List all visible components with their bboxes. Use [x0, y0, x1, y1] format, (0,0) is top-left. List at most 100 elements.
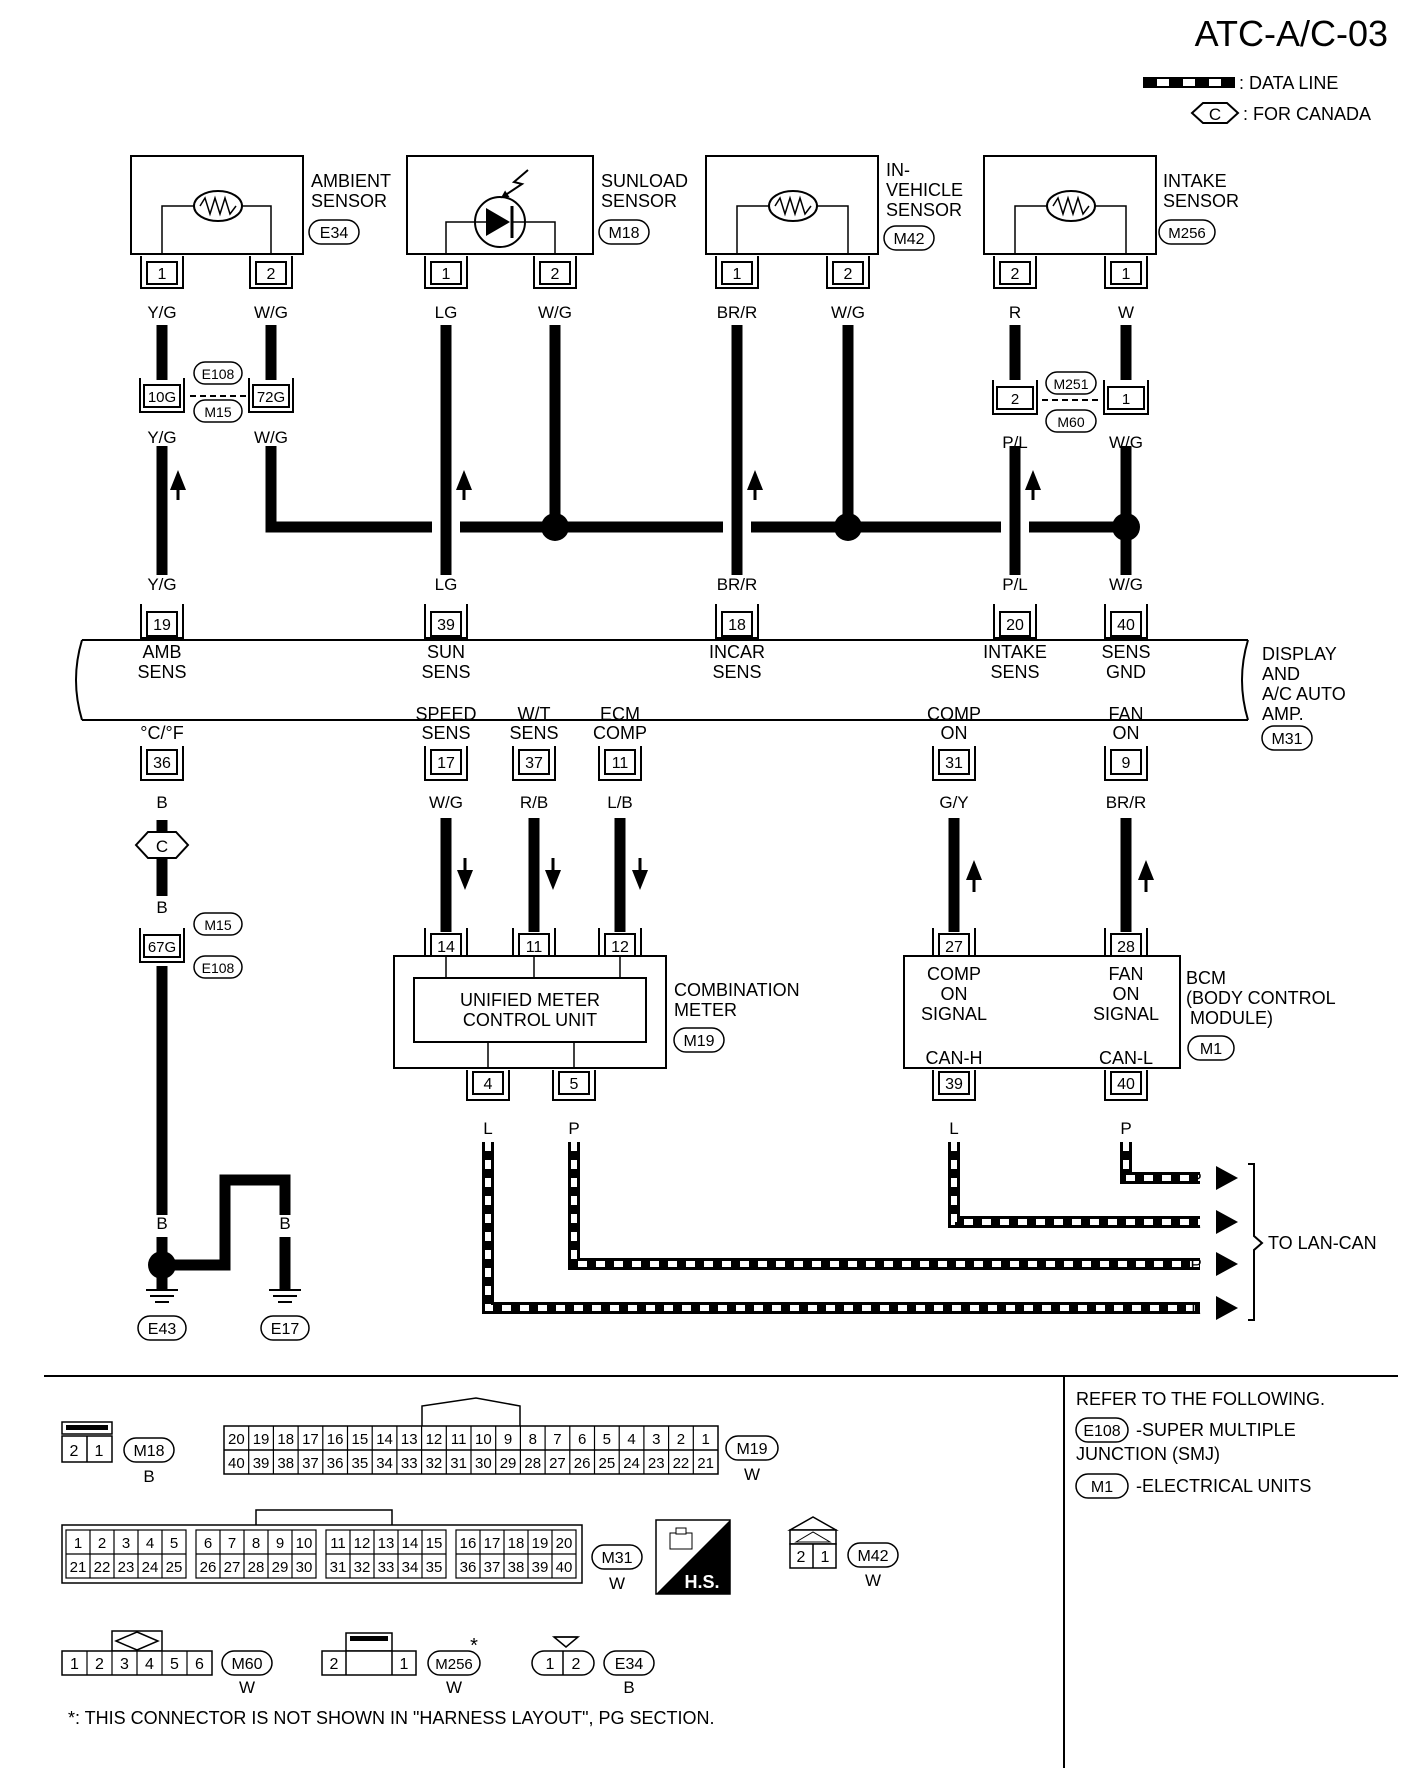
pin-number: 17 [437, 755, 455, 772]
intake-sensor-label-2: SENSOR [1163, 191, 1239, 211]
svg-text:CAN-H: CAN-H [926, 1048, 983, 1068]
pin-number: 26 [574, 1455, 591, 1472]
svg-text:1: 1 [400, 1656, 409, 1673]
svg-text:W: W [609, 1574, 625, 1593]
lan-can-label: TO LAN-CAN [1268, 1233, 1377, 1253]
pin-number: 26 [200, 1559, 217, 1576]
pin-label-2: SENS [421, 662, 470, 682]
svg-text:2: 2 [551, 266, 560, 283]
svg-text:SIGNAL: SIGNAL [1093, 1004, 1159, 1024]
sunload-sensor-label-2: SENSOR [601, 191, 677, 211]
svg-text:1: 1 [95, 1443, 104, 1460]
pin-number: 33 [401, 1455, 418, 1472]
svg-text:27: 27 [945, 939, 963, 956]
pin-number: 29 [272, 1559, 289, 1576]
svg-text:E34: E34 [615, 1656, 644, 1673]
bcm-name: BCM [1186, 968, 1226, 988]
pin-number: 4 [146, 1535, 154, 1552]
pin-number: 11 [612, 755, 629, 772]
meter-name-2: METER [674, 1000, 737, 1020]
pin-number: 2 [677, 1431, 685, 1448]
pin-number: 17 [302, 1431, 319, 1448]
pin-number: 6 [195, 1656, 204, 1673]
pin-label: SENS [1101, 642, 1150, 662]
pin-number: 5 [603, 1431, 611, 1448]
wire-label: P/L [1002, 575, 1028, 594]
pin-number: 9 [1122, 755, 1131, 772]
svg-text:M42: M42 [857, 1548, 888, 1565]
svg-text:M60: M60 [1057, 414, 1084, 430]
pin-number: 20 [556, 1535, 573, 1552]
intake-sensor-label: INTAKE [1163, 171, 1227, 191]
lower-signal-arrows [457, 858, 1154, 892]
pin-number: 37 [525, 755, 543, 772]
sunload-sensor-connector-id: M18 [608, 225, 639, 242]
ground-pin: 67G [148, 939, 176, 956]
svg-text:W/G: W/G [538, 303, 572, 322]
lan-can-arrows: P L P L TO LAN-CAN [1190, 1163, 1377, 1321]
svg-text:REFER TO THE FOLLOWING.: REFER TO THE FOLLOWING. [1076, 1389, 1325, 1409]
svg-text:-ELECTRICAL UNITS: -ELECTRICAL UNITS [1136, 1476, 1311, 1496]
pin-sunload-2: 2 [533, 256, 577, 289]
pin-number: 20 [228, 1431, 245, 1448]
svg-text:L: L [1191, 1213, 1200, 1232]
page-title: ATC-A/C-03 [1195, 13, 1388, 54]
svg-text:39: 39 [945, 1076, 963, 1093]
pin-number: 3 [122, 1535, 130, 1552]
pin-number: 14 [376, 1431, 393, 1448]
pin-number: 21 [70, 1559, 87, 1576]
pin-label-2: ON [941, 723, 968, 743]
amp-name-2: AND [1262, 664, 1300, 684]
connector-m42-face: 2 1 M42 W [787, 1516, 899, 1590]
pin-number: 36 [153, 755, 171, 772]
connector-m256-face: 2 1 M256 * W [321, 1632, 481, 1697]
pin-number: 8 [252, 1535, 260, 1552]
svg-text:W/G: W/G [831, 303, 865, 322]
svg-text:COMP: COMP [927, 964, 981, 984]
svg-text:4: 4 [484, 1076, 493, 1093]
can-data-lines [482, 1142, 1200, 1314]
pin-number: 16 [460, 1535, 477, 1552]
legend: : DATA LINE C : FOR CANADA [1143, 73, 1371, 124]
pin-number: 25 [599, 1455, 616, 1472]
svg-text:2: 2 [844, 266, 853, 283]
svg-text:12: 12 [611, 939, 629, 956]
pin-number: 38 [508, 1559, 525, 1576]
pin-label: AMB [142, 642, 181, 662]
for-canada-label: : FOR CANADA [1243, 104, 1371, 124]
wire-label: G/Y [939, 793, 968, 812]
pin-number: 31 [330, 1559, 347, 1576]
pin-number: 40 [556, 1559, 573, 1576]
pin-number: 39 [437, 617, 455, 634]
meter-inner-label-2: CONTROL UNIT [463, 1010, 597, 1030]
svg-text:E108: E108 [1083, 1423, 1120, 1440]
svg-text:1: 1 [158, 266, 167, 283]
wire-label: W/G [429, 793, 463, 812]
canada-symbol [134, 831, 190, 859]
pin-number: 28 [524, 1455, 541, 1472]
pin-number: 1 [74, 1535, 82, 1552]
svg-text:1: 1 [733, 266, 742, 283]
ground-id: E17 [271, 1321, 300, 1338]
canada-symbol-letter: C [156, 837, 168, 856]
combination-meter: 14 11 12 UNIFIED METER CONTROL UNIT COMB… [393, 928, 800, 1138]
pin-invehicle-2: 2 [826, 256, 870, 289]
svg-text:40: 40 [1117, 1076, 1135, 1093]
wire-label: W/G [1109, 575, 1143, 594]
wire-label: L [949, 1119, 958, 1138]
svg-text:14: 14 [437, 939, 455, 956]
joint-connector-e108-m15: 10G 72G E108 M15 [139, 361, 294, 423]
splice-points [541, 513, 1140, 541]
pin-number: 27 [224, 1559, 241, 1576]
pin-number: 15 [426, 1535, 443, 1552]
pin-ambient-2: 2 [249, 256, 293, 289]
svg-text:H.S.: H.S. [684, 1572, 719, 1592]
pin-number: 34 [376, 1455, 393, 1472]
pin-label-2: SENS [990, 662, 1039, 682]
svg-text:B: B [143, 1467, 154, 1486]
